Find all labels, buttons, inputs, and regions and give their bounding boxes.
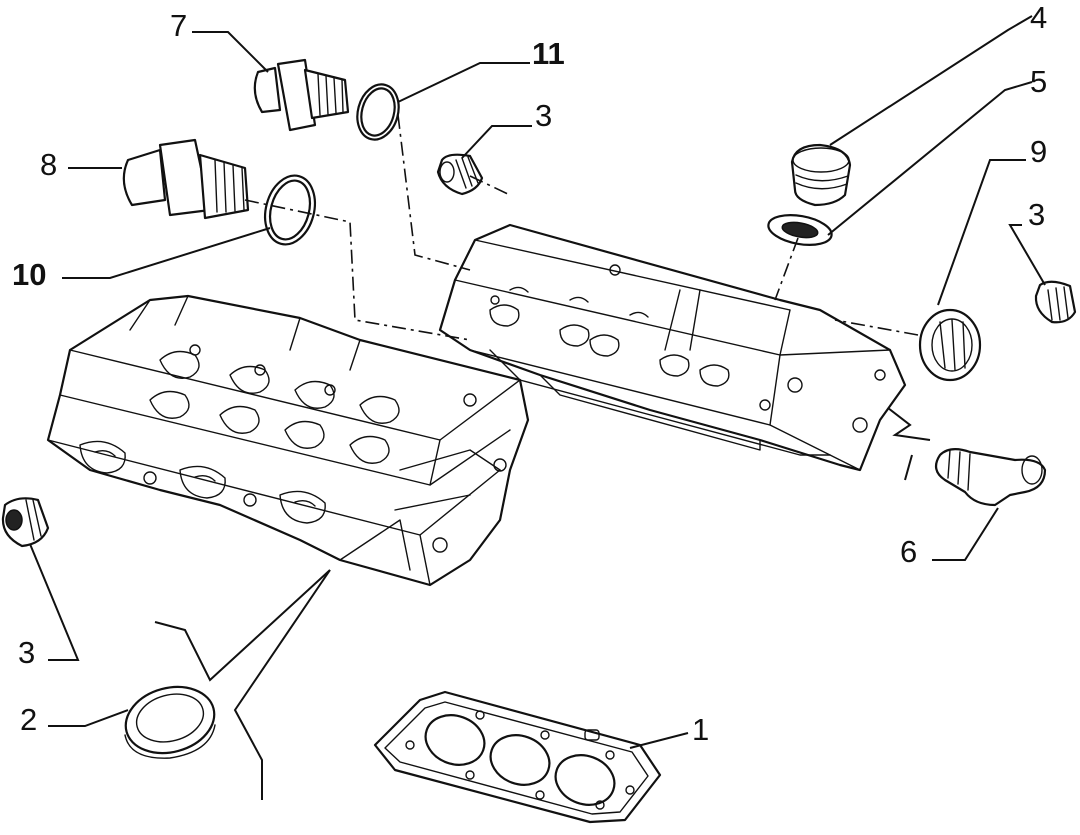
callout-6: 6 <box>900 534 917 569</box>
part-6-elbow-fitting <box>934 448 1047 507</box>
part-4-cap <box>790 143 852 207</box>
part-9-seal <box>918 308 982 382</box>
part-5-washer <box>767 214 833 246</box>
callout-3-left: 3 <box>18 635 35 670</box>
cylinder-head <box>46 294 530 587</box>
callout-labels: 7 11 8 10 3 4 5 9 3 6 3 2 1 <box>12 0 1047 747</box>
callout-3-upper: 3 <box>535 98 552 133</box>
part-8-sensor <box>122 138 250 220</box>
callout-10: 10 <box>12 257 46 292</box>
callout-3-right: 3 <box>1028 197 1045 232</box>
part-11-sealing-ring <box>356 83 400 141</box>
cylinder-head-rear <box>438 223 907 472</box>
callout-5: 5 <box>1030 64 1047 99</box>
callout-1: 1 <box>692 712 709 747</box>
part-3-plug-right <box>1034 280 1077 324</box>
leader-lines <box>29 15 1046 749</box>
callout-8: 8 <box>40 147 57 182</box>
callout-4: 4 <box>1030 0 1047 35</box>
callout-11: 11 <box>532 36 565 71</box>
alignment-lines <box>244 114 919 341</box>
callout-2: 2 <box>20 702 37 737</box>
part-2-ring-seal <box>124 685 216 759</box>
part-3-plug-left <box>1 497 50 548</box>
part-7-sensor <box>253 58 350 132</box>
callout-7: 7 <box>170 8 187 43</box>
part-1-head-gasket <box>373 690 662 824</box>
break-lines <box>154 407 931 800</box>
part-3-plug-upper <box>436 153 484 196</box>
callout-9: 9 <box>1030 134 1047 169</box>
